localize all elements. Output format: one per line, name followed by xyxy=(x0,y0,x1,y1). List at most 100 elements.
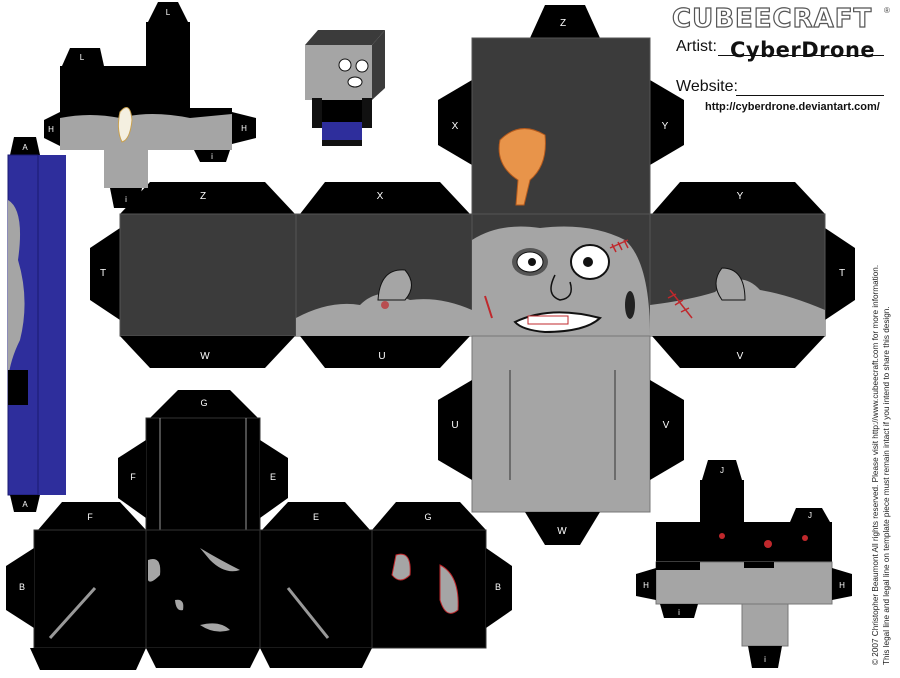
body-bottom-tab-3 xyxy=(260,648,372,668)
label-x-side: X xyxy=(452,121,459,132)
body-face-2 xyxy=(145,529,261,649)
head-bottom-face xyxy=(471,335,651,513)
torso-tab-l xyxy=(62,48,104,66)
label-f-side: F xyxy=(130,472,136,482)
body-tab-labels: G F E F E G B B xyxy=(19,398,501,592)
body-face-4 xyxy=(371,529,487,649)
body-face-1 xyxy=(33,529,147,649)
teeth xyxy=(527,315,569,325)
website-url: http://cyberdrone.deviantart.com/ xyxy=(705,101,880,113)
tear-5 xyxy=(175,599,184,611)
copyright-line-1: © 2007 Christopher Beaumont All rights r… xyxy=(871,264,880,665)
tear-1 xyxy=(200,548,240,572)
torso-c xyxy=(148,66,190,108)
head-tab-u xyxy=(300,336,470,368)
label-torso-h-right: H xyxy=(241,124,247,133)
preview-eye-right xyxy=(355,59,369,73)
label-j-top: J xyxy=(720,466,724,475)
chicken-leg xyxy=(498,128,546,206)
label-g-top: G xyxy=(200,398,207,408)
label-y: Y xyxy=(737,191,744,202)
small-tab-j-top xyxy=(702,460,742,480)
wound-cheek xyxy=(484,295,493,319)
head-tab-x xyxy=(300,182,470,214)
head-piece xyxy=(90,5,855,545)
small-b xyxy=(700,522,744,562)
cubeecraft-logo: CUBEECRAFT xyxy=(671,3,873,34)
wound-left xyxy=(381,301,389,309)
tear-4 xyxy=(439,564,459,614)
website-label: Website: xyxy=(676,78,738,95)
small-wound-1 xyxy=(719,533,725,539)
small-tab-i xyxy=(660,604,698,618)
body-piece xyxy=(6,390,512,670)
head-tab-z-top xyxy=(530,5,600,38)
label-leg-a-top: A xyxy=(22,143,28,152)
body-tab-f-side xyxy=(118,440,146,518)
label-torso-i-bottom: i xyxy=(125,195,127,204)
torso-tab-i-right xyxy=(194,150,230,162)
small-tab-i-bottom xyxy=(748,646,782,668)
head-tab-v xyxy=(652,336,825,368)
right-skin xyxy=(650,279,825,336)
preview-eye-left xyxy=(338,58,352,72)
label-u-side: U xyxy=(451,420,458,431)
body-tab-b-right xyxy=(486,548,512,628)
label-h-left: H xyxy=(643,581,649,590)
torso-tab-labels: L L H H i i xyxy=(48,8,247,204)
torso-piece xyxy=(44,2,256,208)
head-top-face xyxy=(471,37,651,215)
torso-tab-h-left xyxy=(44,112,60,146)
leg-tab-a-top xyxy=(10,137,40,155)
small-tab-h-right xyxy=(832,568,852,600)
artist-underline xyxy=(718,55,884,56)
leg-bone xyxy=(8,200,25,380)
preview-legs xyxy=(322,122,362,140)
label-z: Z xyxy=(200,191,206,202)
head-tab-w-bottom xyxy=(525,512,600,545)
label-w: W xyxy=(200,351,210,362)
facial-hole xyxy=(625,291,635,319)
label-i: i xyxy=(678,608,680,617)
tear-6 xyxy=(200,623,230,632)
small-jag-a xyxy=(656,562,700,570)
artist-name: CyberDrone xyxy=(730,38,876,62)
preview-arm-right xyxy=(362,98,372,128)
copyright-line-2: This legal line and legal line on templa… xyxy=(882,306,891,665)
body-bottom-tab-2 xyxy=(146,648,260,668)
label-j: J xyxy=(808,511,812,520)
preview-head-top xyxy=(305,30,385,45)
head-tab-t-right xyxy=(825,228,855,320)
body-tab-b-left xyxy=(6,548,34,628)
label-z-top: Z xyxy=(560,18,566,29)
label-i-bottom: i xyxy=(764,655,766,664)
torso-b xyxy=(104,66,148,108)
head-tab-v-side xyxy=(650,380,684,480)
label-u: U xyxy=(378,351,385,362)
torso-rib xyxy=(117,107,133,143)
head-tab-z xyxy=(120,182,295,214)
head-tab-y-side xyxy=(650,80,684,165)
body-tab-f xyxy=(38,502,146,530)
torso-tab-l-top xyxy=(148,2,188,22)
small-bottom-face xyxy=(741,603,789,647)
label-x: X xyxy=(377,191,384,202)
torso-a xyxy=(60,66,104,108)
torso-bottom-face xyxy=(104,150,148,188)
body-tab-e-side xyxy=(260,440,288,518)
torso-top-face xyxy=(146,22,190,66)
head-tab-w xyxy=(120,336,295,368)
left-pupil xyxy=(528,258,536,266)
small-wound-3 xyxy=(802,535,808,541)
head-tab-labels: Z X Y Z X Y T T W U V U V W xyxy=(100,18,845,537)
small-d xyxy=(788,522,832,562)
registered-mark: ® xyxy=(884,6,890,15)
preview-head-front xyxy=(305,45,372,100)
label-t-right: T xyxy=(839,268,845,279)
label-e: E xyxy=(313,512,319,522)
stitches-face xyxy=(609,239,629,253)
small-wound-2 xyxy=(764,540,772,548)
leg-strip xyxy=(7,137,66,512)
leg-tab-a-bottom xyxy=(10,495,40,512)
head-tab-t-left xyxy=(90,228,120,320)
